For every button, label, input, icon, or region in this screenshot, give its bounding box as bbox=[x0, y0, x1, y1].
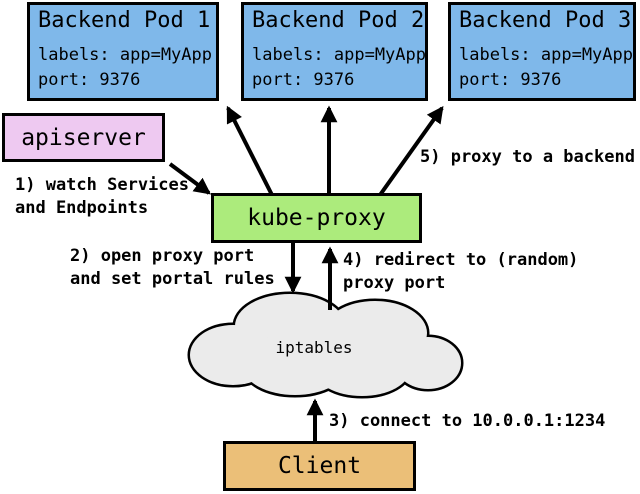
kube-proxy-box: kube-proxy bbox=[211, 193, 422, 243]
note-step2: 2) open proxy port and set portal rules bbox=[70, 245, 275, 291]
backend-pod-3-box: Backend Pod 3 labels: app=MyApp port: 93… bbox=[448, 2, 636, 101]
note-step5: 5) proxy to a backend bbox=[420, 146, 635, 169]
arrow-kubeproxy-to-pod3 bbox=[378, 105, 444, 197]
pod-port: port: 9376 bbox=[252, 70, 355, 90]
apiserver-box: apiserver bbox=[2, 113, 165, 162]
client-title: Client bbox=[277, 453, 362, 479]
note-step4-line1: 4) redirect to (random) bbox=[343, 250, 579, 270]
iptables-cloud-fill bbox=[190, 294, 461, 396]
pod-title: Backend Pod 3 bbox=[459, 8, 632, 33]
pod-title: Backend Pod 2 bbox=[252, 8, 425, 33]
note-step2-line1: 2) open proxy port bbox=[70, 246, 255, 266]
kube-proxy-title: kube-proxy bbox=[247, 205, 386, 231]
note-step2-line2: and set portal rules bbox=[70, 269, 275, 289]
note-step3: 3) connect to 10.0.0.1:1234 bbox=[329, 410, 605, 433]
note-step3-line1: 3) connect to 10.0.0.1:1234 bbox=[329, 411, 606, 431]
note-step1-line2: and Endpoints bbox=[15, 198, 149, 218]
iptables-label: iptables bbox=[275, 338, 353, 357]
backend-pod-1-box: Backend Pod 1 labels: app=MyApp port: 93… bbox=[27, 2, 219, 101]
note-step1: 1) watch Services and Endpoints bbox=[15, 174, 189, 220]
client-box: Client bbox=[223, 441, 416, 491]
pod-labels: labels: app=MyApp bbox=[38, 45, 212, 65]
arrow-kubeproxy-to-pod1 bbox=[226, 105, 274, 196]
pod-port: port: 9376 bbox=[459, 70, 562, 90]
pod-title: Backend Pod 1 bbox=[38, 8, 211, 33]
note-step4: 4) redirect to (random) proxy port bbox=[343, 249, 578, 295]
pod-port: port: 9376 bbox=[38, 70, 141, 90]
note-step1-line1: 1) watch Services bbox=[15, 175, 189, 195]
pod-labels: labels: app=MyApp bbox=[459, 45, 633, 65]
note-step4-line2: proxy port bbox=[343, 273, 446, 293]
backend-pod-2-box: Backend Pod 2 labels: app=MyApp port: 93… bbox=[241, 2, 428, 101]
arrow-apiserver-to-kubeproxy bbox=[168, 162, 212, 195]
note-step5-line1: 5) proxy to a backend bbox=[420, 147, 635, 167]
pod-labels: labels: app=MyApp bbox=[252, 45, 426, 65]
apiserver-title: apiserver bbox=[21, 124, 146, 151]
